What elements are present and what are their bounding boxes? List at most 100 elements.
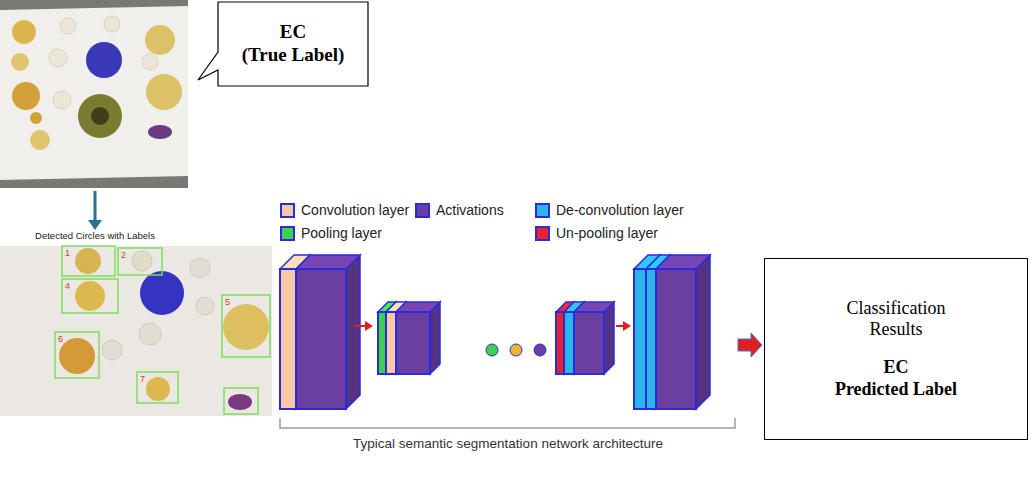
layer-blocks	[280, 255, 710, 409]
legend-swatch	[535, 226, 550, 241]
detection-box	[55, 332, 99, 378]
legend-text: Convolution layer	[301, 202, 409, 218]
network-block	[280, 255, 360, 409]
detection-box	[137, 372, 178, 403]
ellipsis-dot	[486, 344, 498, 356]
pale-spot	[102, 340, 122, 360]
network-block	[378, 302, 440, 374]
callout-shape	[198, 2, 368, 86]
pale-spot	[132, 251, 152, 271]
result-box: Classification ResultsECPredicted Label	[764, 258, 1028, 440]
block-front	[386, 312, 396, 374]
ellipsis-dot	[534, 344, 546, 356]
legend-swatch	[280, 203, 295, 218]
purple-smear	[228, 394, 252, 410]
pale-spot	[104, 16, 120, 32]
olive-center	[91, 107, 109, 125]
detection-box	[222, 295, 270, 357]
block-side	[696, 255, 710, 409]
callout-number: 6	[58, 334, 63, 344]
pale-spot	[53, 91, 71, 109]
block-front	[574, 312, 604, 374]
detection-image	[0, 246, 272, 416]
pale-spot	[60, 18, 76, 34]
block-side	[430, 302, 440, 374]
pale-spot	[190, 258, 210, 278]
block-top	[574, 302, 614, 312]
block-side	[564, 302, 574, 374]
callout-number: 2	[121, 250, 126, 260]
network-block	[556, 302, 614, 374]
node-text: EC	[883, 357, 908, 379]
legend-text: Un-pooling layer	[556, 225, 658, 241]
orange-spot	[30, 112, 42, 124]
paper-sheet	[0, 6, 188, 180]
red-arrow-shaft	[354, 325, 366, 327]
yellow-spot	[146, 74, 182, 110]
detection-box	[62, 279, 118, 313]
yellow-spot	[30, 130, 50, 150]
callout-bubble: EC(True Label)	[218, 2, 368, 86]
blue-spot	[86, 42, 122, 78]
yellow-spot	[223, 304, 269, 350]
block-front	[646, 269, 656, 409]
node-text: (True Label)	[242, 44, 345, 67]
red-arrow-shaft	[616, 325, 624, 327]
image-title: Detected Circles with Labels	[20, 231, 170, 242]
orange-spot	[59, 338, 95, 374]
network-block	[634, 255, 710, 409]
block-side	[386, 302, 396, 374]
yellow-spot	[146, 377, 170, 401]
legend-swatch	[415, 203, 430, 218]
detection-box	[224, 388, 258, 414]
architecture-caption: Typical semantic segmentation network ar…	[278, 436, 738, 452]
pale-spot	[49, 49, 67, 67]
blue-spot	[140, 271, 184, 315]
block-front	[280, 269, 296, 409]
node-heading: EC	[280, 21, 306, 44]
arrow-shaft	[94, 191, 97, 222]
block-top	[296, 255, 360, 269]
yellow-spot	[75, 281, 105, 311]
legend-swatch	[280, 226, 295, 241]
photo-ground	[0, 0, 188, 188]
yellow-spot	[11, 53, 29, 71]
detection-box	[118, 248, 162, 275]
block-front	[564, 312, 574, 374]
block-top	[396, 302, 440, 312]
block-front	[296, 269, 346, 409]
block-front	[556, 312, 564, 374]
block-top	[656, 255, 710, 269]
legend-text: De-convolution layer	[556, 202, 684, 218]
node-heading: Classification Results	[831, 298, 961, 341]
block-side	[346, 255, 360, 409]
arrow-head	[88, 220, 102, 230]
block-front	[396, 312, 430, 374]
callout-number: 5	[225, 297, 230, 307]
pale-spot	[139, 323, 161, 345]
detection-box	[62, 246, 115, 276]
red-arrow-head	[623, 321, 631, 331]
yellow-spot	[12, 20, 36, 44]
flow-arrow	[0, 0, 200, 240]
yellow-spot	[145, 25, 175, 55]
legend-text: Pooling layer	[301, 225, 382, 241]
block-front	[656, 269, 696, 409]
orange-spot	[12, 82, 40, 110]
detection-boxes	[55, 246, 270, 414]
pale-spot	[196, 297, 214, 315]
node-text: Predicted Label	[835, 379, 957, 401]
callout-number: 1	[65, 248, 70, 258]
block-side	[604, 302, 614, 374]
sample-photo	[0, 0, 188, 188]
pale-spot	[142, 54, 158, 70]
block-front	[378, 312, 386, 374]
bracket	[280, 418, 735, 428]
yellow-spot	[75, 248, 101, 274]
ellipsis-dot	[510, 344, 522, 356]
callout-number: 7	[140, 374, 145, 384]
callout-number: 4	[65, 281, 70, 291]
purple-smear	[148, 125, 172, 139]
image-ground	[0, 246, 272, 416]
output-arrow	[738, 333, 762, 357]
